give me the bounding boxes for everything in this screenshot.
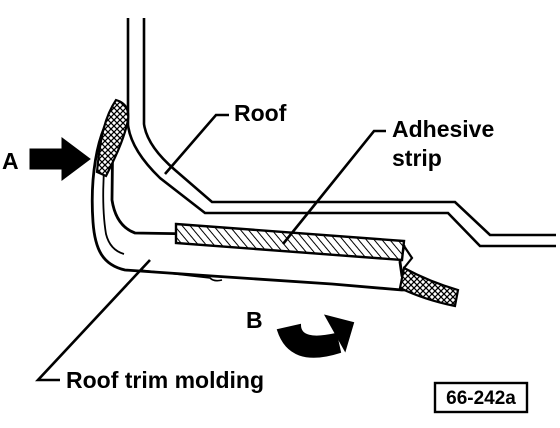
roof-panel <box>126 18 556 248</box>
arrow-a-push-icon <box>29 137 91 181</box>
label-adhesive-line1: Adhesive <box>392 116 494 142</box>
reference-code: 66-242a <box>446 388 516 409</box>
roof-leader-line <box>164 113 229 175</box>
roof-panel-inner-line <box>142 18 556 237</box>
label-roof-trim-molding: Roof trim molding <box>66 367 264 393</box>
roof-panel-outer-line <box>126 18 556 248</box>
adhesive-leader-line <box>281 129 386 245</box>
adhesive-strip <box>174 222 406 262</box>
molding-leader-line <box>35 259 151 382</box>
leader-lines <box>35 113 386 382</box>
molding-lower-seal <box>398 266 460 308</box>
label-arrow-a: A <box>2 148 19 174</box>
reference-code-box: 66-242a <box>433 381 529 414</box>
molding-upper-seal <box>95 98 130 178</box>
label-roof: Roof <box>234 100 287 126</box>
molding-lip-step <box>403 245 414 269</box>
label-arrow-b: B <box>246 307 263 333</box>
label-adhesive-line2: strip <box>392 145 442 171</box>
molding-lower-edge <box>139 269 223 282</box>
arrow-b-rotate-icon <box>276 314 355 358</box>
